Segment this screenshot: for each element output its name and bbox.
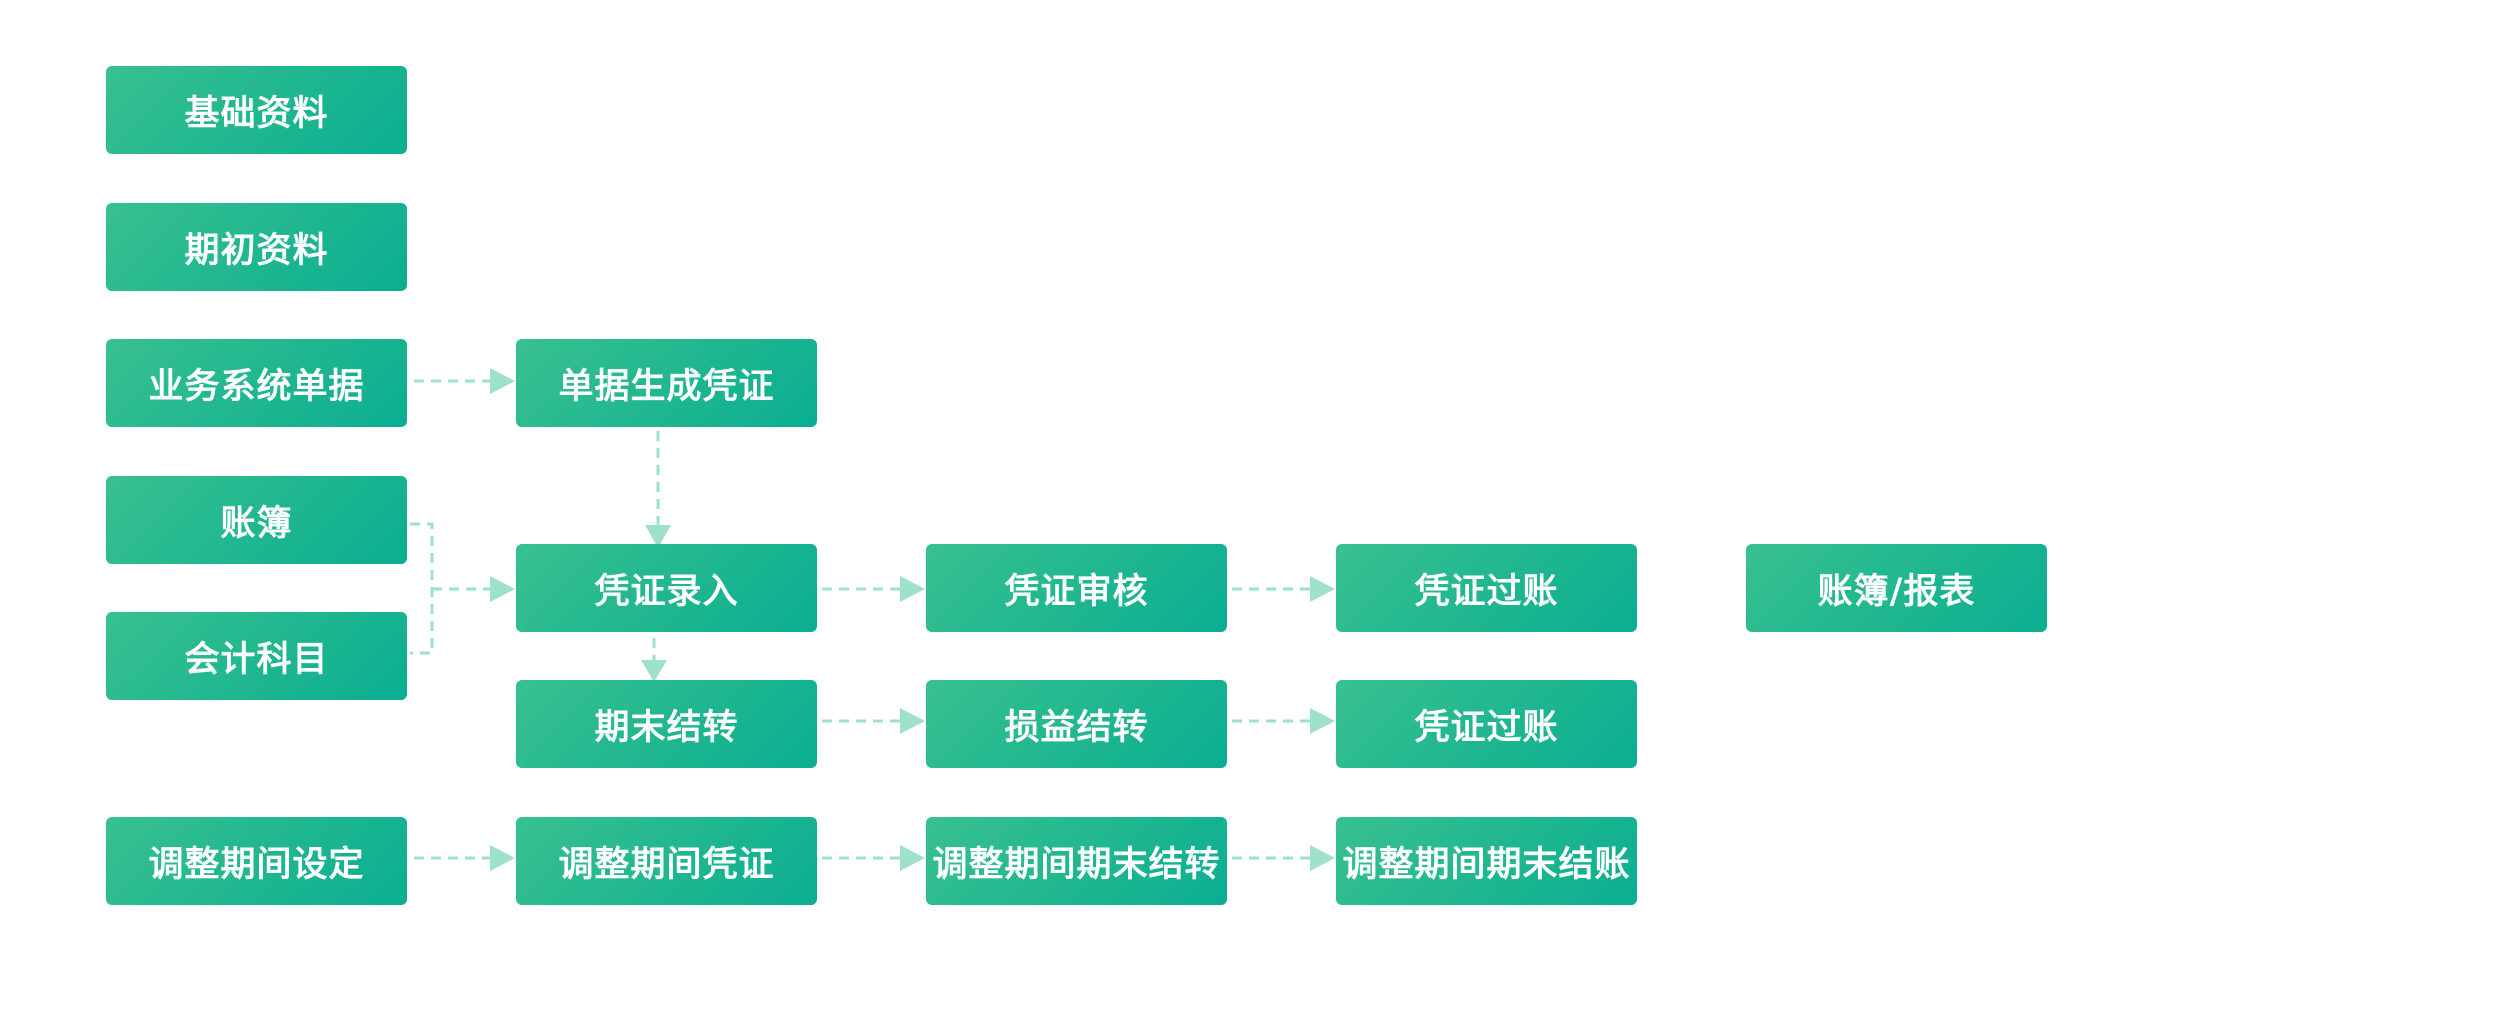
node-adjust-period-end-close: 调整期间期末结账: [1336, 817, 1637, 905]
arrowhead-icon: [900, 576, 925, 602]
arrowhead-icon: [641, 660, 667, 682]
node-voucher-posting: 凭证过账: [1336, 544, 1637, 632]
node-adjust-period-voucher: 调整期间凭证: [516, 817, 817, 905]
node-doc-to-voucher: 单据生成凭证: [516, 339, 817, 427]
node-adjust-period-end-transfer: 调整期间期末结转: [926, 817, 1227, 905]
node-ledger: 账簿: [106, 476, 407, 564]
node-voucher-entry: 凭证录入: [516, 544, 817, 632]
node-period-end-transfer: 期末结转: [516, 680, 817, 768]
arrowhead-icon: [1310, 845, 1335, 871]
arrowhead-icon: [490, 576, 515, 602]
arrowhead-icon: [490, 845, 515, 871]
node-accounting-subject: 会计科目: [106, 612, 407, 700]
node-ledger-report: 账簿/报表: [1746, 544, 2047, 632]
arrowhead-icon: [490, 368, 515, 394]
arrowhead-icon: [1310, 576, 1335, 602]
arrowhead-icon: [1310, 708, 1335, 734]
node-opening-data: 期初资料: [106, 203, 407, 291]
node-business-docs: 业务系统单据: [106, 339, 407, 427]
arrowhead-icon: [900, 845, 925, 871]
node-pl-transfer: 损益结转: [926, 680, 1227, 768]
node-voucher-posting-2: 凭证过账: [1336, 680, 1637, 768]
node-basic-data: 基础资料: [106, 66, 407, 154]
arrowhead-icon: [900, 708, 925, 734]
node-voucher-review: 凭证审核: [926, 544, 1227, 632]
bracket-ledger-subject-to-voucher-entry: [410, 522, 490, 655]
node-adjust-period-setup: 调整期间设定: [106, 817, 407, 905]
